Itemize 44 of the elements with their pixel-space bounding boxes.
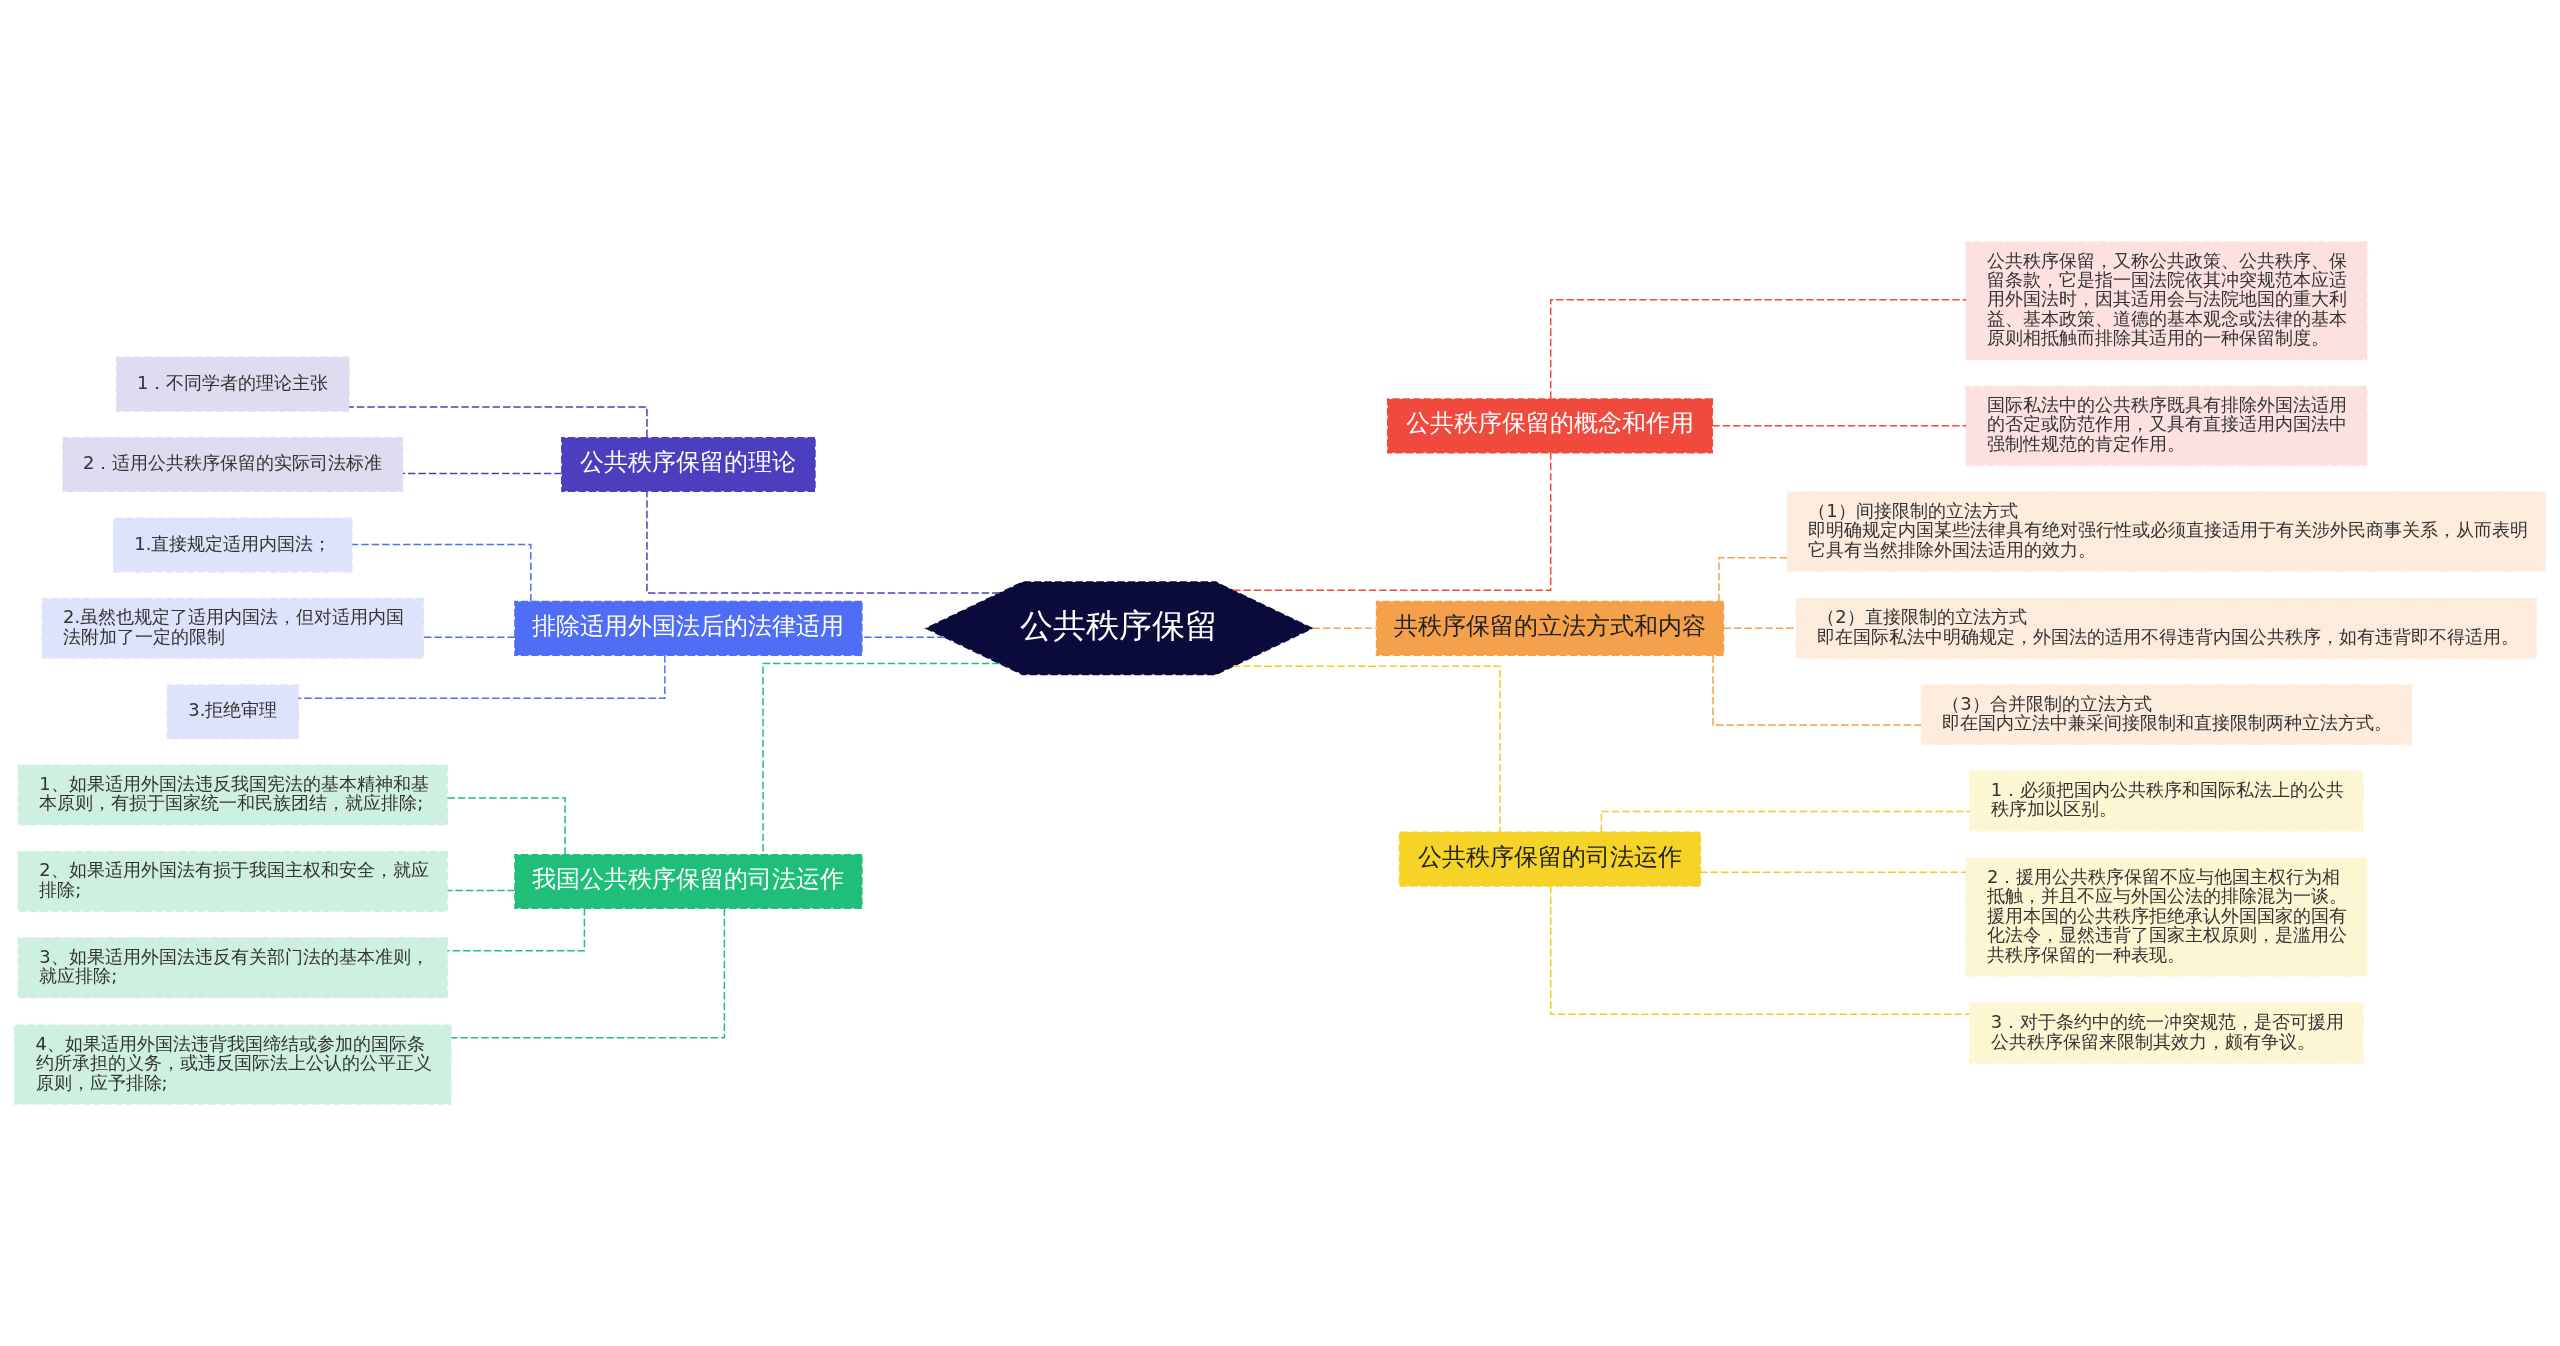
connector <box>348 406 648 438</box>
connector <box>450 907 726 1039</box>
node-box: 3、如果适用外国法违反有关部门法的基本准则，就应排除; <box>17 937 448 999</box>
connector <box>1232 452 1552 592</box>
node-box: 2、如果适用外国法有损于我国主权和安全，就应排除; <box>17 850 448 912</box>
node-box: 排除适用外国法后的法律适用 <box>514 600 863 656</box>
connector <box>1711 425 1967 427</box>
node-box: 共秩序保留的立法方式和内容 <box>1375 600 1725 656</box>
node-box: 1.直接规定适用内国法； <box>112 517 353 573</box>
node-box: 2.虽然也规定了适用内国法，但对适用内国法附加了一定的限制 <box>41 597 425 659</box>
connector <box>423 636 516 638</box>
connector <box>446 907 586 952</box>
node-box: 3．对于条约中的统一冲突规范，是否可援用公共秩序保留来限制其效力，颇有争议。 <box>1969 1002 2364 1064</box>
node-box: 公共秩序保留的司法运作 <box>1398 831 1702 887</box>
connector <box>351 543 532 603</box>
connector <box>1311 627 1378 630</box>
node-box: 2．援用公共秩序保留不应与他国主权行为相抵触，并且不应与外国公法的排除混为一谈。援用本国的公共秩序拒绝承认外国国家的国有化法令，显然违背了国家主权原则，是滥用公共秩序保留的一种表现。 <box>1965 857 2368 977</box>
node-box: （1）间接限制的立法方式 即明确规定内国某些法律具有绝对强行性或必须直接适用于有关涉外民商事关系，从而表明它具有当然排除外国法适用的效力。 <box>1786 491 2547 572</box>
node-box: 公共秩序保留，又称公共政策、公共秩序、保留条款，它是指一国法院依其冲突规范本应适用外国法时，因其适用会与法院地国的重大利益、基本政策、道德的基本观念或法律的基本原则相抵触而排除其适用的一种保留制度。 <box>1965 241 2368 361</box>
node-box: 国际私法中的公共秩序既具有排除外国法适用的否定或防范作用，又具有直接适用内国法中强制性规范的肯定作用。 <box>1965 385 2368 467</box>
connector <box>446 797 566 856</box>
connector <box>646 491 1001 594</box>
connector <box>1723 627 1797 630</box>
connector <box>1549 298 1967 400</box>
node-box: 1、如果适用外国法违反我国宪法的基本精神和基本原则，有损于国家统一和民族团结，就应排除; <box>17 764 448 826</box>
node-box: 3.拒绝审理 <box>166 684 300 740</box>
node-box: 4、如果适用外国法违背我国缔结或参加的国际条约所承担的义务，或违反国际法上公认的公平正义原则，应予排除; <box>13 1024 452 1105</box>
connector <box>1232 665 1501 834</box>
connector <box>1549 885 1971 1016</box>
connector <box>446 889 516 892</box>
connector <box>1712 654 1922 726</box>
connector <box>297 654 666 700</box>
node-box: 1．不同学者的理论主张 <box>115 356 350 412</box>
node-box: 1．必须把国内公共秩序和国际私法上的公共秩序加以区别。 <box>1969 770 2364 832</box>
connector <box>1718 557 1789 602</box>
connector <box>402 472 563 475</box>
node-box: 公共秩序保留的概念和作用 <box>1386 398 1713 454</box>
connector <box>861 636 946 638</box>
connector <box>1699 871 1967 873</box>
node-box: （2）直接限制的立法方式 即在国际私法中明确规定，外国法的适用不得违背内国公共秩序，如有违背即不得适用。 <box>1795 597 2538 659</box>
node-box: 我国公共秩序保留的司法运作 <box>514 853 863 909</box>
node-box: 公共秩序保留的理论 <box>561 437 816 493</box>
node-box: （3）合并限制的立法方式 即在国内立法中兼采间接限制和直接限制两种立法方式。 <box>1920 684 2413 746</box>
node-box: 2．适用公共秩序保留的实际司法标准 <box>62 437 404 493</box>
